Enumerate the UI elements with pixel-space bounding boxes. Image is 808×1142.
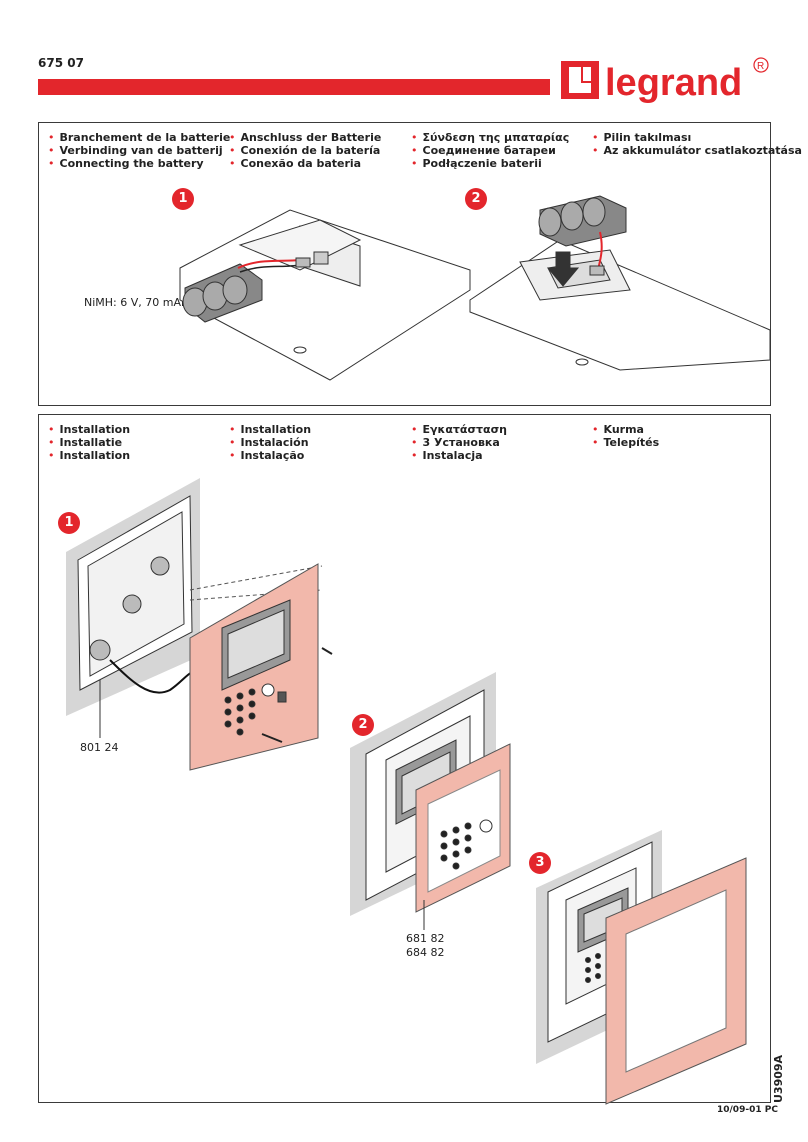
brand-text: legrand (605, 62, 742, 104)
battery-title-nl: Verbinding van de batterij (48, 144, 228, 157)
install-col-3: Εγκατάσταση 3 Установка Instalacja (411, 423, 591, 462)
product-code: 675 07 (38, 56, 84, 70)
battery-col-1: Branchement de la batterie Verbinding va… (48, 131, 231, 170)
install-col-1: Installation Installatie Installation (48, 423, 228, 462)
install-title-pt: Instalação (229, 449, 409, 462)
document-code: U3909A (772, 1054, 785, 1103)
document-date: 10/09-01 PC (717, 1105, 778, 1115)
battery-title-de: Anschluss der Batterie (229, 131, 409, 144)
install-title-tr: Kurma (592, 423, 772, 436)
install-step-2-badge: 2 (352, 714, 374, 736)
install-title-ru: 3 Установка (411, 436, 591, 449)
battery-spec-label: NiMH: 6 V, 70 mAh (84, 296, 188, 309)
frame-ref-label-2: 684 82 (406, 946, 445, 959)
svg-text:R: R (757, 61, 764, 72)
install-step-3-badge: 3 (529, 852, 551, 874)
battery-title-pl: Podłączenie baterii (411, 157, 591, 170)
battery-title-el: Σύνδεση της μπαταρίας (411, 131, 591, 144)
box-ref-label: 801 24 (80, 741, 119, 754)
install-title-hu: Telepítés (592, 436, 772, 449)
legrand-logo: legrand R (561, 53, 771, 105)
install-col-2: Installation Instalación Instalação (229, 423, 409, 462)
battery-step-1-badge: 1 (172, 188, 194, 210)
battery-title-fr: Branchement de la batterie (48, 131, 231, 144)
install-title-pl: Instalacja (411, 449, 591, 462)
battery-step-2-badge: 2 (465, 188, 487, 210)
legrand-logo-mark: legrand R (561, 57, 769, 104)
battery-col-3: Σύνδεση της μπαταρίας Соединение батареи… (411, 131, 591, 170)
install-col-4: Kurma Telepítés (592, 423, 772, 449)
installation-panel (38, 414, 771, 1103)
install-title-en: Installation (48, 449, 228, 462)
install-title-el: Εγκατάσταση (411, 423, 591, 436)
battery-title-tr: Pilin takılması (592, 131, 772, 144)
battery-title-es: Conexión de la batería (229, 144, 409, 157)
install-step-1-badge: 1 (58, 512, 80, 534)
install-title-fr: Installation (48, 423, 228, 436)
install-title-de: Installation (229, 423, 409, 436)
install-title-nl: Installatie (48, 436, 228, 449)
battery-title-hu: Az akkumulátor csatlakoztatása (592, 144, 802, 157)
header-red-bar (38, 79, 550, 95)
install-title-es: Instalación (229, 436, 409, 449)
battery-title-en: Connecting the battery (48, 157, 228, 170)
battery-title-pt: Conexão da bateria (229, 157, 409, 170)
battery-title-ru: Соединение батареи (411, 144, 591, 157)
frame-ref-label-1: 681 82 (406, 932, 445, 945)
battery-col-4: Pilin takılması Az akkumulátor csatlakoz… (592, 131, 802, 157)
battery-col-2: Anschluss der Batterie Conexión de la ba… (229, 131, 409, 170)
